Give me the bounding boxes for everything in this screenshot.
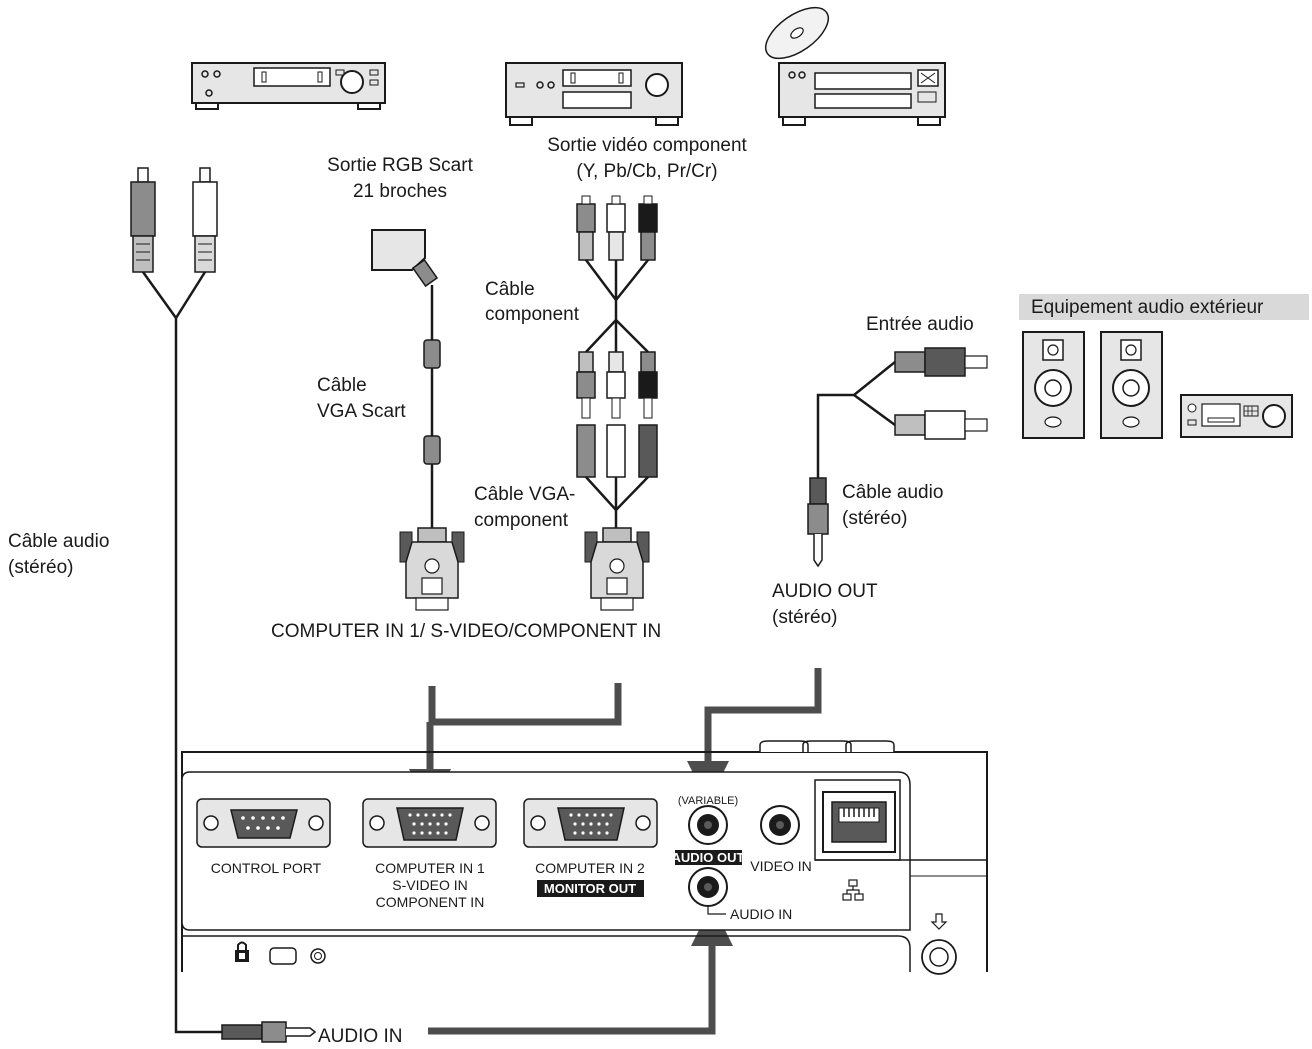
ac-input-icon (921, 939, 957, 975)
panel-audio-in-label: AUDIO IN (730, 906, 792, 922)
audio-in-jack-icon[interactable] (688, 867, 728, 907)
vga-connector-component-icon (584, 527, 650, 611)
projector-panel (181, 740, 988, 972)
control-port-connector-icon (196, 798, 331, 848)
arrow-to-audio-out (687, 668, 822, 803)
computer-in-2-label: COMPUTER IN 2 (535, 860, 645, 876)
vga-scart-cable-label-line2: VGA Scart (317, 401, 406, 422)
variable-label: (VARIABLE) (678, 795, 738, 807)
ferrite-core-lower-icon (423, 435, 441, 465)
arrow-audio-in-return (428, 904, 733, 1035)
monitor-out-label: MONITOR OUT (544, 881, 636, 896)
audio-cable-left-label-line2: (stéréo) (8, 557, 73, 578)
speaker-right-icon (1100, 331, 1163, 439)
computer-in-title-label: COMPUTER IN 1/ S-VIDEO/COMPONENT IN (271, 621, 661, 642)
audio-in-leader-line (707, 906, 726, 915)
monitor-out-label-bg (537, 880, 644, 897)
computer-in-1-label-line3: COMPONENT IN (376, 894, 485, 910)
vcr-device-icon (191, 62, 386, 110)
speaker-left-icon (1022, 331, 1085, 439)
computer-in-1-label-line2: S-VIDEO IN (392, 877, 467, 893)
vga-connector-scart-icon (399, 527, 465, 611)
dvd-player-icon (765, 6, 946, 126)
audio-out-jack-icon[interactable] (688, 805, 728, 845)
rca-jack-triple-icon (576, 424, 658, 478)
rca-plug-pair-left-icon (130, 167, 218, 273)
audio-cable-left-wire (141, 271, 222, 1034)
component-out-label-line1: Sortie vidéo component (547, 135, 747, 156)
external-audio-banner (1019, 294, 1309, 320)
external-audio-label: Equipement audio extérieur (1031, 297, 1264, 318)
component-cable-label-line2: component (485, 304, 580, 325)
audio-cable-right-label-line2: (stéréo) (842, 508, 907, 529)
vga-component-cable-label-line1: Câble VGA- (474, 484, 575, 505)
audio-cable-right-label-line1: Câble audio (842, 482, 943, 503)
video-in-label: VIDEO IN (750, 858, 811, 874)
audio-cable-left-label-line1: Câble audio (8, 531, 109, 552)
audio-input-label: Entrée audio (866, 314, 974, 335)
vga-component-cable-label-line2: component (474, 510, 569, 531)
ferrite-core-upper-icon (423, 339, 441, 369)
vga-scart-cable-label-line1: Câble (317, 375, 367, 396)
scart-out-label-line1: Sortie RGB Scart (327, 155, 473, 176)
rca-plug-audio-out-icon (894, 347, 988, 440)
video-in-jack-icon[interactable] (760, 805, 800, 845)
security-slot-icon (269, 947, 297, 965)
mini-plug-audio-out-icon (807, 477, 829, 568)
computer-in-2-connector-icon[interactable] (523, 798, 658, 848)
computer-in-1-label-line1: COMPUTER IN 1 (375, 860, 485, 876)
rca-plug-triple-middle-icon (576, 351, 658, 419)
screw-icon (310, 948, 326, 964)
mini-plug-bottom-icon (221, 1021, 317, 1043)
rca-plug-triple-top-icon (576, 195, 658, 261)
audio-out-label-line2: (stéréo) (772, 607, 837, 628)
component-cable-label-line1: Câble (485, 279, 535, 300)
panel-audio-out-label: AUDIO OUT (672, 850, 745, 865)
vga-component-cable-wire (585, 476, 649, 528)
component-cable-wire (585, 259, 649, 353)
component-out-label-line2: (Y, Pb/Cb, Pr/Cr) (576, 161, 717, 182)
audio-in-bottom-label: AUDIO IN (318, 1026, 402, 1047)
amplifier-icon (1180, 394, 1293, 438)
network-icon (842, 879, 864, 901)
audio-out-label-bg (675, 850, 742, 865)
power-down-arrow-icon (930, 913, 948, 930)
kensington-lock-icon (235, 941, 249, 962)
audio-cable-right-wire (816, 361, 896, 478)
scart-plug-icon (371, 229, 439, 288)
computer-in-1-connector-icon[interactable] (362, 798, 497, 848)
control-port-label: CONTROL PORT (211, 860, 322, 876)
audio-out-label-line1: AUDIO OUT (772, 581, 878, 602)
component-source-device-icon (505, 62, 683, 126)
scart-out-label-line2: 21 broches (353, 181, 447, 202)
lan-port-icon[interactable] (822, 791, 896, 853)
